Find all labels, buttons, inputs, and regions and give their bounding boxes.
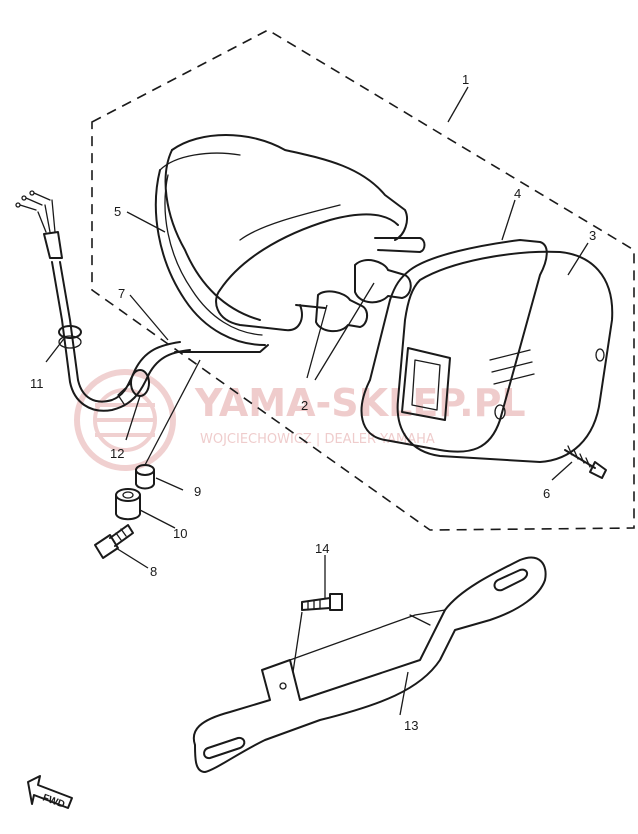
part-7-wire-harness (15, 190, 191, 412)
part-6-screw (564, 445, 607, 479)
callout-14: 14 (315, 541, 329, 556)
leader-lines (45, 86, 589, 716)
callout-11: 11 (30, 376, 44, 391)
part-8-bolt (94, 524, 134, 559)
part-2-bulbs (315, 259, 412, 333)
callout-4: 4 (514, 186, 521, 201)
part-5-housing (154, 134, 426, 353)
part-14-bolt (301, 593, 343, 611)
callout-5: 5 (114, 204, 121, 219)
forward-direction-arrow: FWD (27, 775, 73, 811)
callout-1: 1 (462, 72, 469, 87)
part-10-damper (115, 488, 141, 521)
part-11-grommet (58, 325, 82, 349)
callout-6: 6 (543, 486, 550, 501)
callout-7: 7 (118, 286, 125, 301)
callout-3: 3 (589, 228, 596, 243)
part-4-gasket (360, 239, 548, 453)
assembly-boundary (91, 29, 635, 531)
callout-10: 10 (173, 526, 187, 541)
part-13-bracket (192, 556, 547, 773)
part-3-lens (396, 250, 614, 463)
callout-labels: 1 2 3 4 5 6 7 8 9 10 11 12 13 14 (30, 72, 596, 733)
callout-2: 2 (301, 398, 308, 413)
watermark-logo-icon (74, 369, 176, 471)
watermark-title: YAMA-SKLEP.PL (194, 381, 526, 425)
callout-12: 12 (110, 446, 124, 461)
callout-8: 8 (150, 564, 157, 579)
watermark: YAMA-SKLEP.PL WOJCIECHOWICZ | DEALER YAM… (74, 369, 526, 471)
callout-13: 13 (404, 718, 418, 733)
callout-9: 9 (194, 484, 201, 499)
watermark-subtitle: WOJCIECHOWICZ | DEALER YAMAHA (200, 432, 435, 447)
